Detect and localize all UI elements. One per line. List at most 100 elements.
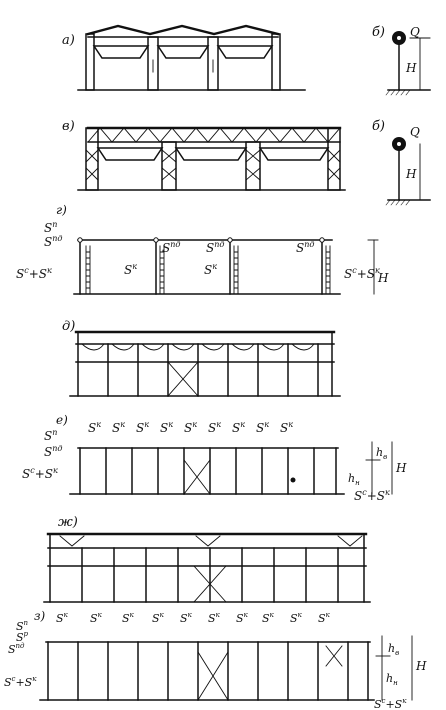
panel-v-crane-beam xyxy=(174,147,248,161)
panel-v-column xyxy=(161,141,177,191)
panel-z-columns xyxy=(47,641,369,701)
panel-a-frame: а) xyxy=(62,24,306,91)
panel-z-label: з) xyxy=(34,609,46,623)
panel-e-sk-7: Sк xyxy=(232,420,245,435)
panel-g-spd-3: Sпд xyxy=(206,240,224,255)
panel-z-combo: Sс+Sк xyxy=(4,675,37,689)
panel-d-arches xyxy=(81,343,315,351)
panel-zh-lanterns xyxy=(59,535,363,547)
panel-z-scheme: з) Sп Sр Sпд Sс+Sк Sк Sк Sк Sк Sк Sк Sк xyxy=(4,609,427,710)
panel-g-scheme: г) Sп Sпд Sпд Sпд Sпд Sк Sк Sс+Sк Sс+Sк xyxy=(16,203,389,295)
panel-e-scheme: е) Sп Sпд Sс+Sк Sк Sк Sк Sк Sк Sк Sк Sк xyxy=(22,413,407,503)
panel-g-column-ladder xyxy=(159,245,165,295)
panel-z-sk-7: Sк xyxy=(236,611,249,625)
panel-z-sk-6: Sк xyxy=(208,611,221,625)
panel-zh-bracing xyxy=(193,565,227,603)
panel-g-sn: Sп xyxy=(44,220,57,235)
panel-g-spd-left: Sпд xyxy=(44,234,62,249)
panel-b1-label: б) xyxy=(372,25,385,40)
panel-a-column xyxy=(85,33,95,91)
panel-d-label: д) xyxy=(62,319,75,334)
panel-b1-mass-hole xyxy=(397,36,401,40)
panel-zh-frame: ж) xyxy=(43,515,371,603)
panel-z-combo-right: Sс+Sк xyxy=(374,697,407,710)
panel-e-sk-8: Sк xyxy=(256,420,269,435)
panel-v-truss-web xyxy=(87,127,341,143)
panel-b2-hatch xyxy=(385,199,411,206)
panel-e-sk-4: Sк xyxy=(160,420,173,435)
panel-e-hv: hв xyxy=(376,446,387,461)
panel-d-frame: д) xyxy=(62,319,341,397)
panel-b2-column-scheme: б) Q H xyxy=(372,119,431,206)
panel-z-height: H xyxy=(415,659,427,673)
panel-g-column-ladder xyxy=(325,245,331,295)
panel-e-sk-6: Sк xyxy=(208,420,221,435)
panel-b1-height: H xyxy=(405,61,417,75)
panel-e-bracing xyxy=(183,459,211,495)
panel-e-sk-9: Sк xyxy=(280,420,293,435)
panel-v-column-lattice xyxy=(245,149,261,181)
panel-g-sk-2: Sк xyxy=(204,262,217,277)
panel-g-label: г) xyxy=(56,203,67,217)
panel-b1-load: Q xyxy=(410,25,420,39)
panel-e-sn: Sп xyxy=(44,428,57,443)
panel-a-crane-beam xyxy=(216,45,274,59)
panel-a-crane-beam xyxy=(156,45,210,59)
panel-e-label: е) xyxy=(56,413,68,427)
panel-z-sr: Sр xyxy=(16,630,29,644)
panel-e-sk-5: Sк xyxy=(184,420,197,435)
panel-z-sk-2: Sк xyxy=(90,611,103,625)
panel-z-hv: hв xyxy=(388,642,399,657)
panel-b1-column-scheme: б) Q H xyxy=(372,25,431,96)
panel-e-sk-2: Sк xyxy=(112,420,125,435)
panel-z-spd: Sпд xyxy=(8,642,25,656)
panel-e-columns xyxy=(79,447,337,495)
panel-v-column xyxy=(245,141,261,191)
panel-e-node xyxy=(290,477,296,483)
panel-e-sk-3: Sк xyxy=(136,420,149,435)
panel-e-hn: hн xyxy=(348,472,360,487)
panel-z-sk-3: Sк xyxy=(122,611,135,625)
panel-e-height: H xyxy=(395,461,407,475)
panel-e-sk-1: Sк xyxy=(88,420,101,435)
panel-e-combo: Sс+Sк xyxy=(22,466,58,481)
panel-z-end-bracing xyxy=(325,645,343,667)
panel-z-sk-5: Sк xyxy=(180,611,193,625)
panel-b1-hatch xyxy=(385,89,411,96)
panel-a-label: а) xyxy=(62,33,75,48)
panel-g-spd-4: Sпд xyxy=(296,240,314,255)
panel-g-height: H xyxy=(377,271,389,285)
panel-e-spd: Sпд xyxy=(44,444,62,459)
panel-g-combo-right: Sс+Sк xyxy=(344,266,380,281)
panel-g-column-ladder xyxy=(233,245,239,295)
panel-b2-mass-hole xyxy=(397,142,401,146)
panel-z-sk-8: Sк xyxy=(262,611,275,625)
panel-z-sk-9: Sк xyxy=(290,611,303,625)
panel-z-sk-1: Sк xyxy=(56,611,69,625)
panel-v-column-lattice xyxy=(85,149,99,181)
panel-g-columns xyxy=(77,237,325,295)
panel-a-column xyxy=(147,36,159,91)
panel-a-column xyxy=(271,33,281,91)
panel-v-label: в) xyxy=(62,119,75,134)
panel-v-column xyxy=(327,127,341,191)
panel-v-column xyxy=(85,127,99,191)
panel-v-column-lattice xyxy=(161,149,177,181)
panel-z-bracing xyxy=(197,651,229,701)
panel-b2-label: б) xyxy=(372,119,385,134)
panel-z-sk-4: Sк xyxy=(152,611,165,625)
panel-zh-columns xyxy=(49,533,365,603)
panel-zh-label: ж) xyxy=(58,515,78,530)
panel-z-sn: Sп xyxy=(16,619,29,633)
panel-z-sk-10: Sк xyxy=(318,611,331,625)
panel-b2-height: H xyxy=(405,167,417,181)
panel-a-crane-beam xyxy=(92,45,150,59)
panel-b2-load: Q xyxy=(410,125,420,139)
panel-g-sk-1: Sк xyxy=(124,262,137,277)
panel-g-combo: Sс+Sк xyxy=(16,266,52,281)
panel-g-column-ladder xyxy=(85,245,91,295)
panel-a-column xyxy=(207,36,219,91)
panel-d-bracing xyxy=(167,361,199,397)
panel-v-column-lattice xyxy=(327,149,341,181)
